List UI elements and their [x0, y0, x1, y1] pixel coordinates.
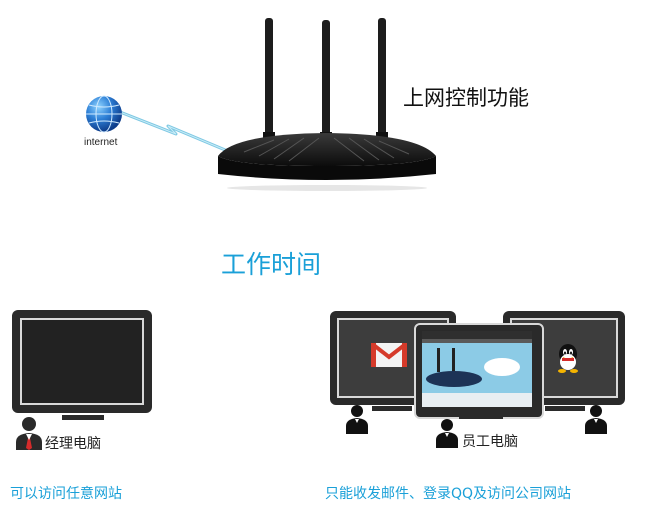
- wireless-link-icon: [119, 110, 231, 154]
- manager-label: 经理电脑: [45, 436, 101, 452]
- qq-icon: [558, 344, 578, 373]
- staff-access: 只能收发邮件、登录QQ及访问公司网站: [325, 486, 572, 502]
- staff-monitor-left-stand: [372, 406, 412, 411]
- internet-label: internet: [84, 137, 118, 148]
- manager-person-icon: [16, 417, 42, 450]
- staff-monitor-center-stand: [459, 414, 503, 419]
- globe-icon: [86, 95, 122, 133]
- staff-monitor-right-stand: [545, 406, 585, 411]
- staff-label: 员工电脑: [462, 434, 518, 450]
- company-website-screenshot: [422, 331, 532, 407]
- router-icon: [218, 18, 436, 191]
- schedule-label: 工作时间: [221, 250, 322, 279]
- manager-monitor: [12, 310, 152, 413]
- staff-monitor-center: [414, 323, 544, 419]
- staff-person-icon: [436, 419, 458, 448]
- router-title: 上网控制功能: [403, 86, 529, 110]
- mail-icon: [371, 343, 407, 367]
- staff-person-icon: [346, 405, 368, 434]
- manager-monitor-stand: [62, 415, 104, 420]
- staff-person-icon: [585, 405, 607, 434]
- manager-access: 可以访问任意网站: [10, 486, 122, 502]
